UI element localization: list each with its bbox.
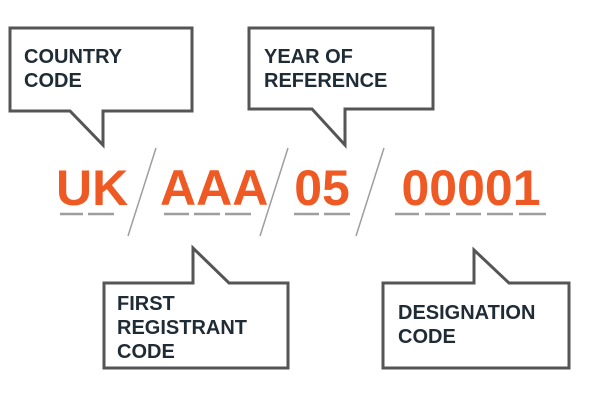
year-of-reference-label-line-1: YEAR OF: [264, 46, 353, 68]
designation-code-callout-box: [381, 246, 571, 370]
code-segment-designation: 00001: [401, 160, 541, 216]
year-of-reference-label: YEAR OF REFERENCE: [264, 45, 387, 93]
year-of-reference-callout-box: [247, 26, 435, 149]
country-code-label-line-2: CODE: [24, 70, 82, 92]
separator-slash-3: [355, 147, 385, 237]
designation-code-label-line-2: CODE: [398, 326, 456, 348]
country-code-callout-box: [8, 26, 194, 149]
first-registrant-code-label: FIRST REGISTRANT CODE: [117, 292, 247, 364]
code-segment-country: UK: [56, 160, 129, 216]
separator-slash-1: [127, 147, 157, 237]
year-of-reference-label-line-2: REFERENCE: [264, 70, 388, 92]
first-registrant-code-callout-box: [102, 244, 290, 370]
designation-code-label-line-1: DESIGNATION: [398, 302, 536, 324]
first-registrant-code-label-line-3: CODE: [117, 341, 175, 363]
first-registrant-code-label-line-1: FIRST: [117, 293, 175, 315]
code-segment-registrant: AAA: [160, 160, 269, 216]
designation-code-label: DESIGNATION CODE: [398, 301, 535, 349]
country-code-label: COUNTRY CODE: [24, 45, 122, 93]
code-segment-year: 05: [294, 160, 350, 216]
separator-slash-2: [259, 147, 289, 237]
first-registrant-code-label-line-2: REGISTRANT: [117, 317, 247, 339]
country-code-label-line-1: COUNTRY: [24, 46, 123, 68]
